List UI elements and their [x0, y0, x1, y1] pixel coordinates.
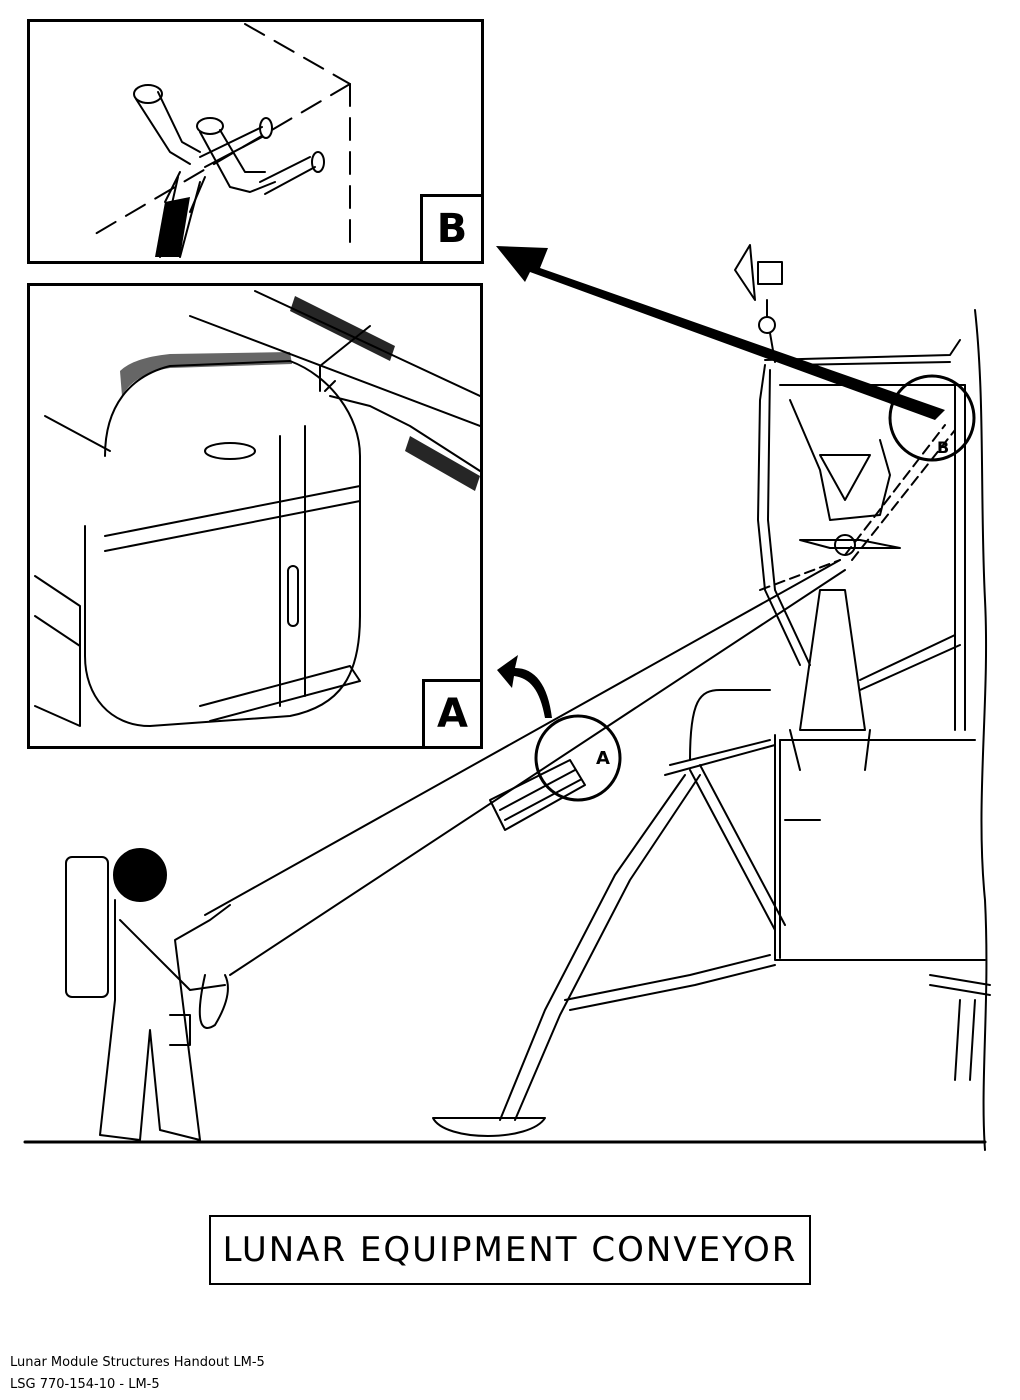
callout-label-b: B: [937, 438, 950, 457]
antenna-dish: [734, 244, 756, 301]
astronaut-helmet: [113, 848, 167, 902]
container-outline: [84, 360, 361, 727]
arrow-to-inset-a: [497, 655, 552, 718]
footer-handout-title: Lunar Module Structures Handout LM-5: [10, 1355, 265, 1370]
callout-circle-b: [888, 374, 976, 462]
landing-strut-primary: [499, 774, 686, 1121]
conveyor-container: [489, 759, 586, 831]
inset-a-label: A: [422, 679, 480, 746]
footer: Lunar Module Structures Handout LM-5 LSG…: [10, 1352, 265, 1396]
inset-a: A: [27, 283, 483, 749]
inset-a-drawing: [34, 290, 480, 727]
lm-cut-edge: [974, 309, 988, 1151]
main-scene: [23, 244, 991, 1151]
pulley-cone: [799, 589, 866, 731]
conveyor-line-upper: [204, 559, 841, 916]
diagram-title: LUNAR EQUIPMENT CONVEYOR: [222, 1230, 798, 1270]
inset-b-drawing: [89, 23, 351, 258]
illustration: A B: [23, 244, 991, 1151]
arrow-to-inset-b: [496, 246, 945, 420]
foot-pad: [432, 1117, 546, 1137]
diagram-title-box: LUNAR EQUIPMENT CONVEYOR: [209, 1215, 811, 1285]
callout-label-a: A: [596, 748, 610, 769]
callout-circle-a: [534, 714, 622, 802]
inset-b-label: B: [420, 194, 481, 261]
descent-stage: [774, 734, 986, 961]
footer-document-id: LSG 770-154-10 - LM-5: [10, 1377, 160, 1392]
inset-b: B: [27, 19, 484, 264]
astronaut-backpack: [65, 856, 109, 998]
